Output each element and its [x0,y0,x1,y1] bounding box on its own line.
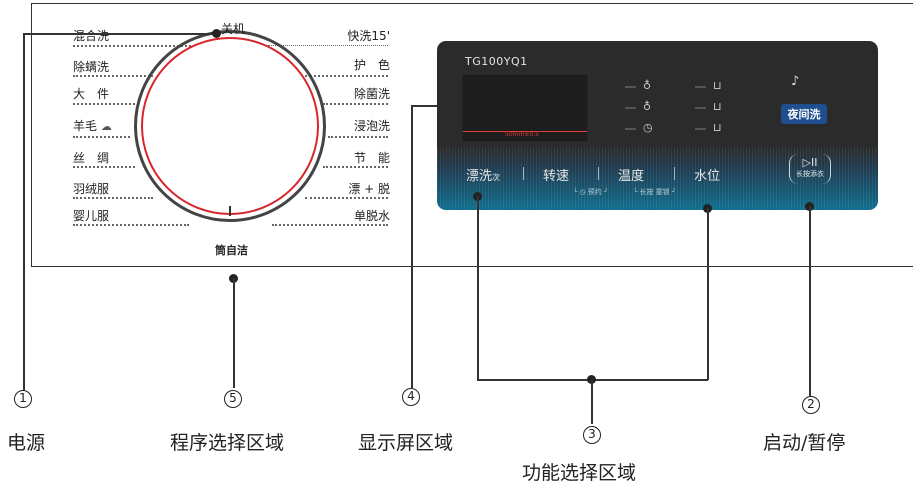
reserve-sublabel-text: 预约 [587,188,602,196]
program-silk[interactable]: 丝 绸 [73,151,110,165]
program-eco[interactable]: 节 能 [353,151,390,165]
add-clothes-label: 长按添衣 [796,170,824,178]
caption-display-area: 显示屏区域 [358,432,454,454]
bracket-icon: ╯ [601,188,609,196]
child-lock-sublabel-text: 长按 童锁 [639,188,670,196]
indicator-light [695,107,706,109]
leader-line [73,166,135,168]
softener-icon: ♁ [643,100,652,113]
reserve-sublabel: ╰ ◷ 预约 ╯ [573,187,608,197]
callout-number-1: 1 [14,390,32,408]
leader-line [305,197,388,199]
child-lock-sublabel: ╰ 长按 童锁 ╯ [633,187,676,197]
lcd-screen: 50mm±0.5 [462,74,588,142]
rinse-label: 漂洗 [466,169,493,184]
leader-line [73,197,153,199]
program-sterilize[interactable]: 除菌洗 [353,87,390,101]
program-mixed-wash[interactable]: 混合洗 [73,29,110,43]
spin-speed-button[interactable]: 转速 [543,169,570,184]
dial-tick [229,206,231,216]
callout-dot [212,29,221,38]
leader-line [73,45,191,47]
water-level-high-icon: ⊔ [713,79,722,92]
start-pause-button[interactable]: ▷II 长按添衣 [789,154,831,184]
leader-line [73,75,153,77]
callout-number-4: 4 [402,388,420,406]
power-off-label: 关机 [221,22,246,36]
indicator-light [695,86,706,88]
leader-line [323,103,388,105]
callout-line [23,33,25,391]
caption-power: 电源 [7,432,46,454]
program-dial-ring[interactable] [134,30,326,222]
callout-dot [587,375,596,384]
drum-clean-label[interactable]: 筒自洁 [215,244,248,257]
callout-line [707,208,709,380]
callout-line [411,105,437,107]
program-soak[interactable]: 浸泡洗 [353,119,390,133]
program-baby-clothes[interactable]: 婴儿服 [73,209,110,223]
play-pause-icon: ▷II [802,156,818,169]
callout-number-3: 3 [583,426,601,444]
water-level-button[interactable]: 水位 [694,169,721,184]
program-bulky[interactable]: 大 件 [73,87,110,101]
caption-start-pause: 启动/暂停 [763,432,846,454]
caption-program-area: 程序选择区域 [170,432,285,454]
callout-line [477,196,479,380]
bracket-icon: ╰ ◷ [573,188,588,196]
water-level-mid-icon: ⊔ [713,100,722,113]
night-wash-button[interactable]: 夜间洗 [781,104,827,124]
program-wool[interactable]: 羊毛 ☁ [73,119,112,134]
separator [674,167,675,180]
leader-line [305,75,388,77]
separator [598,167,599,180]
callout-number-5: 5 [224,390,242,408]
callout-line [233,278,235,388]
leader-line [323,166,388,168]
leader-line [328,136,388,138]
program-wool-label: 羊毛 [73,119,98,133]
program-spin-only[interactable]: 单脱水 [353,209,390,223]
night-mode-icon: ♪ [791,74,800,89]
program-dial-knob[interactable] [141,37,319,215]
indicator-light [625,107,636,109]
leader-line [73,136,130,138]
bracket-icon: ╯ [669,188,677,196]
program-down-jacket[interactable]: 羽绒服 [73,182,110,196]
bracket-icon: ╰ [633,188,640,196]
timer-icon: ◷ [643,121,653,134]
callout-line [591,380,593,424]
program-mite-removal[interactable]: 除螨洗 [73,60,110,74]
leader-line [73,103,135,105]
indicator-light [695,128,706,130]
program-quick-wash[interactable]: 快洗15' [347,29,390,43]
callout-line [23,33,219,35]
scale-text: 50mm±0.5 [505,131,539,138]
leader-line [268,45,388,46]
panel-texture [437,147,878,210]
program-rinse-spin[interactable]: 漂 + 脱 [348,182,390,196]
wool-icon: ☁ [100,120,112,133]
water-level-low-icon: ⊔ [713,121,722,134]
detergent-icon: ♁ [643,79,652,92]
rinse-sub: 次 [492,173,501,182]
display-panel: TG100YQ1 50mm±0.5 ♁ ♁ ◷ ⊔ ⊔ ⊔ ♪ 夜间洗 漂洗次 … [437,41,878,210]
callout-line [411,105,413,388]
indicator-light [625,128,636,130]
rinse-button[interactable]: 漂洗次 [466,165,500,184]
scale-line [463,131,587,132]
callout-number-2: 2 [802,396,820,414]
caption-function-area: 功能选择区域 [522,462,637,484]
model-number: TG100YQ1 [465,55,528,68]
separator [523,167,524,180]
program-color-care[interactable]: 护 色 [353,58,390,72]
leader-line [272,224,388,226]
temperature-button[interactable]: 温度 [618,169,645,184]
callout-line [809,206,811,396]
indicator-light [625,86,636,88]
leader-line [73,224,189,226]
